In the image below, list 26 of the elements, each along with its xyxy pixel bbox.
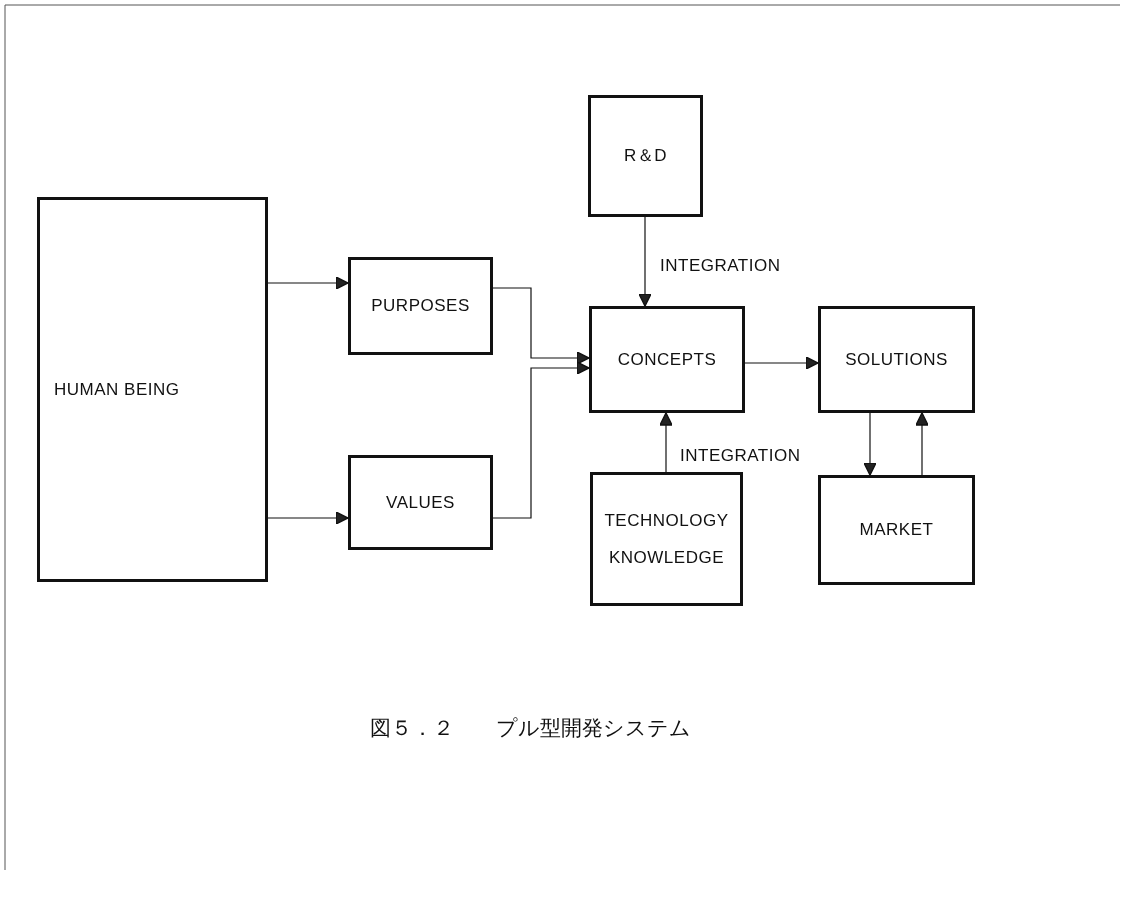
node-label: HUMAN BEING [54, 378, 180, 401]
arrow [267, 511, 349, 525]
arrow [863, 412, 877, 476]
figure-caption: 図５．２ プル型開発システム [368, 715, 692, 742]
node-label: TECHNOLOGY KNOWLEDGE [603, 509, 730, 569]
node-label: SOLUTIONS [845, 348, 948, 371]
arrow [744, 356, 819, 370]
node-label: R＆D [623, 145, 668, 168]
arrow [492, 287, 590, 365]
arrow [659, 412, 673, 473]
arrow [492, 361, 590, 519]
arrow [267, 276, 349, 290]
node-label: VALUES [386, 491, 455, 514]
process-box [348, 257, 493, 355]
node-label: MARKET [859, 519, 934, 542]
source-box [588, 95, 703, 217]
node-label: CONCEPTS [617, 348, 717, 371]
source-box [37, 197, 268, 582]
process-box [589, 306, 745, 413]
target-box [818, 475, 975, 585]
node-label: PURPOSES [371, 295, 470, 318]
source-box [590, 472, 743, 606]
arrow [915, 412, 929, 476]
arrow [638, 216, 652, 307]
process-box [348, 455, 493, 550]
process-box [818, 306, 975, 413]
